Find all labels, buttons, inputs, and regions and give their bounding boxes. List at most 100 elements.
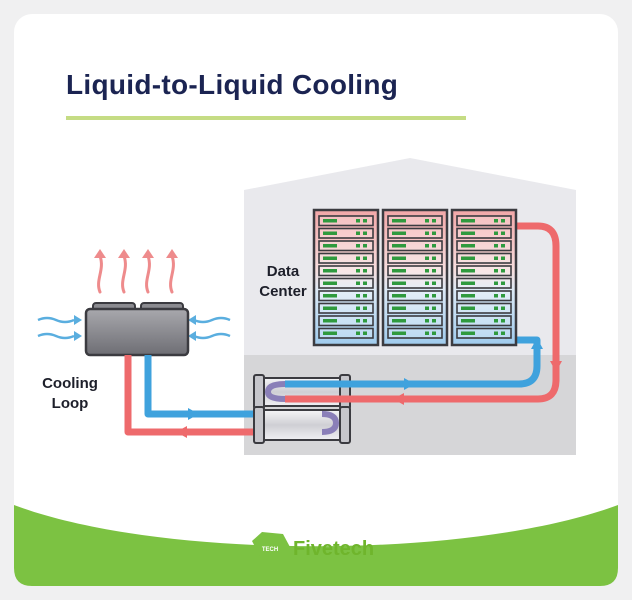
server-led <box>356 231 360 235</box>
server-indicator <box>461 269 475 273</box>
server-indicator <box>392 331 406 335</box>
server-indicator <box>392 269 406 273</box>
server-unit <box>456 315 512 327</box>
server-led <box>356 319 360 323</box>
server-indicator <box>323 231 337 235</box>
server-unit <box>318 227 374 239</box>
server-led <box>501 306 505 310</box>
server-led <box>356 331 360 335</box>
server-unit <box>456 265 512 277</box>
server-led <box>494 281 498 285</box>
chiller-unit <box>84 302 190 357</box>
server-led <box>363 294 367 298</box>
server-unit <box>318 252 374 264</box>
server-led <box>432 294 436 298</box>
server-indicator <box>323 256 337 260</box>
server-indicator <box>461 294 475 298</box>
server-led <box>363 244 367 248</box>
server-led <box>501 231 505 235</box>
fivetech-logo-icon: TECH <box>252 532 290 562</box>
cooling-loop-label-line2: Loop <box>52 395 89 412</box>
server-unit <box>387 302 443 314</box>
cooling-loop-label-line1: Cooling <box>42 375 98 392</box>
server-indicator <box>323 294 337 298</box>
server-unit <box>387 327 443 339</box>
bottom-wave <box>14 505 618 586</box>
server-led <box>356 256 360 260</box>
server-led <box>432 319 436 323</box>
server-unit <box>318 302 374 314</box>
server-led <box>494 306 498 310</box>
server-indicator <box>392 219 406 223</box>
server-indicator <box>392 256 406 260</box>
air-intake-icon <box>37 331 82 341</box>
server-led <box>356 269 360 273</box>
server-led <box>363 256 367 260</box>
server-unit <box>318 215 374 227</box>
server-indicator <box>323 219 337 223</box>
server-unit <box>456 227 512 239</box>
server-unit <box>318 315 374 327</box>
server-led <box>501 294 505 298</box>
server-led <box>425 256 429 260</box>
server-unit <box>318 240 374 252</box>
server-indicator <box>461 281 475 285</box>
server-led <box>432 269 436 273</box>
server-indicator <box>323 269 337 273</box>
exchanger-coil-upper <box>264 381 286 402</box>
flow-arrow-icon <box>550 361 562 372</box>
server-led <box>356 306 360 310</box>
server-led <box>363 281 367 285</box>
server-indicator <box>323 244 337 248</box>
server-indicator <box>323 331 337 335</box>
server-led <box>494 256 498 260</box>
flow-arrow-icon <box>176 426 187 438</box>
server-racks <box>312 208 518 347</box>
server-unit <box>456 277 512 289</box>
server-led <box>425 269 429 273</box>
server-led <box>501 256 505 260</box>
server-led <box>363 319 367 323</box>
page-title: Liquid-to-Liquid Cooling <box>66 69 399 100</box>
server-unit <box>387 265 443 277</box>
server-indicator <box>392 231 406 235</box>
server-rack-icon <box>381 208 449 347</box>
server-led <box>356 219 360 223</box>
server-indicator <box>323 306 337 310</box>
server-led <box>356 244 360 248</box>
server-indicator <box>392 319 406 323</box>
server-led <box>494 231 498 235</box>
server-unit <box>318 290 374 302</box>
heat-exchanger-lower <box>253 406 351 444</box>
server-indicator <box>461 256 475 260</box>
data-center-label-line1: Data <box>267 263 300 280</box>
server-unit <box>387 227 443 239</box>
server-led <box>501 319 505 323</box>
server-led <box>432 244 436 248</box>
server-rack-icon <box>450 208 518 347</box>
server-indicator <box>392 281 406 285</box>
server-led <box>501 244 505 248</box>
server-unit <box>456 240 512 252</box>
server-led <box>356 281 360 285</box>
server-unit <box>387 315 443 327</box>
server-led <box>425 231 429 235</box>
server-led <box>425 319 429 323</box>
air-intake-right <box>188 315 231 341</box>
flow-arrow-icon <box>188 408 199 420</box>
fivetech-logo: TECH Fivetech <box>252 532 374 562</box>
air-intake-left <box>37 315 82 341</box>
server-unit <box>456 290 512 302</box>
server-led <box>363 269 367 273</box>
server-rack-icon <box>312 208 380 347</box>
heat-arrow-icon <box>118 249 130 294</box>
server-led <box>363 231 367 235</box>
flow-arrow-icon <box>531 338 543 349</box>
server-led <box>363 306 367 310</box>
server-led <box>501 269 505 273</box>
heat-arrow-icon <box>142 249 154 294</box>
brand-name: Fivetech <box>293 538 374 560</box>
server-indicator <box>461 319 475 323</box>
